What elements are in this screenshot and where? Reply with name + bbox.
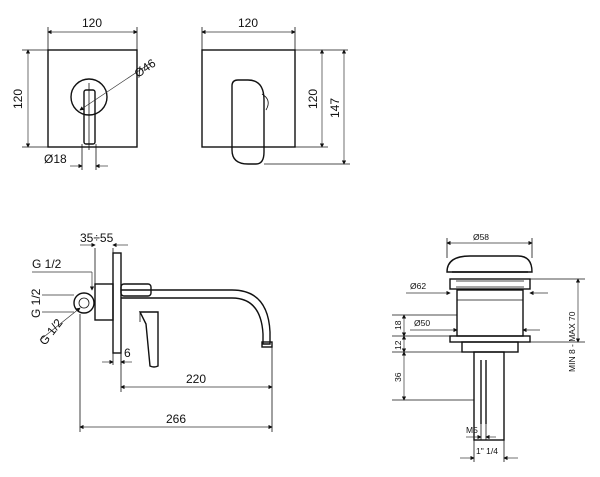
drain-ring xyxy=(449,278,531,290)
drain-h18-label: 18 xyxy=(393,320,403,330)
front-rosette-label: Ø46 xyxy=(132,56,159,81)
drain-thread-label: 1" 1/4 xyxy=(476,446,498,456)
drain-view: Ø58 Ø62 Ø50 18 12 36 MIN 8 - MAX 70 M5 xyxy=(392,232,585,462)
front-lever-label: Ø18 xyxy=(44,152,67,166)
side-inlet-diag-label: G 1/2 xyxy=(36,316,65,348)
side-inlet-left-label: G 1/2 xyxy=(29,288,43,318)
side-valve-body xyxy=(94,283,114,321)
back-view: 120 120 147 xyxy=(201,16,350,165)
back-outer-height-label: 147 xyxy=(328,98,342,118)
side-plate-label: 6 xyxy=(124,346,131,360)
back-lever-body xyxy=(231,79,265,165)
side-view: 35÷55 G 1/2 G 1/2 G 1/2 6 220 266 xyxy=(29,231,273,432)
drain-h12-label: 12 xyxy=(393,340,403,350)
front-width-label: 120 xyxy=(82,16,102,30)
drain-body xyxy=(456,289,524,337)
drain-body-label: Ø50 xyxy=(414,318,430,328)
front-height-label: 120 xyxy=(11,89,25,109)
side-wall-plate xyxy=(112,252,122,354)
side-spout xyxy=(121,289,271,345)
side-total-label: 266 xyxy=(166,412,186,426)
side-inlet xyxy=(73,292,95,314)
drain-h36-label: 36 xyxy=(393,372,403,382)
front-plate xyxy=(47,49,138,148)
side-lever xyxy=(138,311,159,368)
drain-range-label: MIN 8 - MAX 70 xyxy=(567,311,577,372)
back-plate xyxy=(201,49,296,148)
drain-ring-label: Ø62 xyxy=(410,281,426,291)
side-inlet-top-label: G 1/2 xyxy=(32,257,62,271)
drain-tail xyxy=(473,351,505,441)
side-depth-label: 35÷55 xyxy=(80,231,114,245)
drain-cap-label: Ø58 xyxy=(473,232,489,242)
front-view: 120 120 Ø46 Ø18 xyxy=(11,16,159,170)
back-inner-height-label: 120 xyxy=(306,89,320,109)
drain-screw-label: M5 xyxy=(466,425,478,435)
drain-cap xyxy=(446,255,533,273)
front-lever xyxy=(83,89,96,145)
back-width-label: 120 xyxy=(238,16,258,30)
side-spout-label: 220 xyxy=(186,372,206,386)
